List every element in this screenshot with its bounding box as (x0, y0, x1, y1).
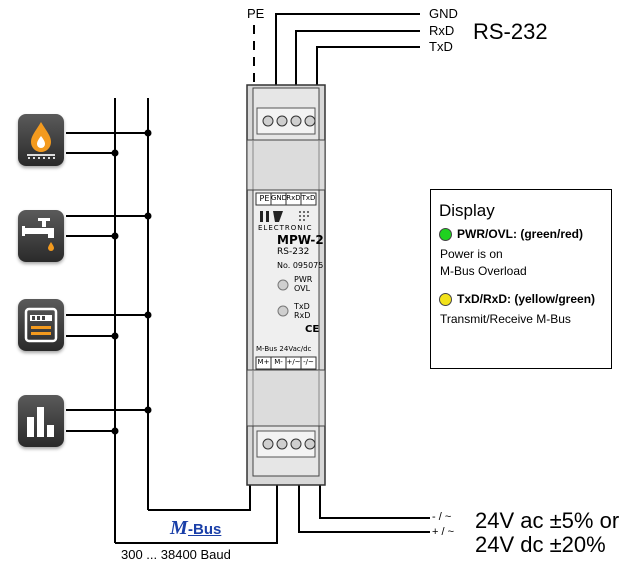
txrx-line1: Transmit/Receive M-Bus (440, 312, 571, 326)
device-term-pplus: +/~ (286, 358, 301, 366)
mbus-minus-wire (115, 477, 278, 544)
device-interface: RS-232 (277, 247, 310, 257)
water-meter-icon (18, 210, 64, 262)
yellow-led-icon (439, 293, 452, 307)
pwr-legend-row: PWR/OVL: (green/red) (439, 227, 584, 242)
device-led1-line2: OVL (294, 284, 311, 293)
device-bottom-header: M-Bus 24Vac/dc (256, 345, 312, 353)
display-title: Display (439, 201, 495, 220)
pe-label: PE (247, 6, 265, 21)
device-led2-line2: RxD (294, 311, 311, 320)
device-led2-line1: TxD (294, 302, 310, 311)
rxd-wire (295, 30, 420, 88)
green-led-icon (439, 228, 452, 242)
gnd-wire (275, 13, 420, 88)
mbus-plus-wire (148, 477, 251, 511)
pwr-line2: M-Bus Overload (440, 264, 527, 278)
device-term-mminus: M- (274, 358, 283, 366)
rs232-label: RS-232 (473, 19, 548, 44)
device-term-gnd: GND (271, 194, 288, 202)
txd-wire (316, 46, 420, 88)
mbus-logo-text: -Bus (188, 521, 222, 538)
power-minus-wire (319, 477, 430, 519)
statistics-icon (18, 395, 64, 447)
meter-connections (66, 132, 148, 432)
device-term-mplus: M+ (257, 358, 270, 366)
baud-rate-label: 300 ... 38400 Baud (121, 547, 231, 562)
power-plus-wire (298, 477, 430, 533)
txrx-legend-label: TxD/RxD: (yellow/green) (457, 292, 596, 306)
device-led1-line1: PWR (294, 275, 313, 284)
junction-dots (111, 129, 152, 435)
ce-mark: CE (305, 324, 320, 335)
power-plus-label: + / ~ (432, 526, 455, 538)
pwr-line1: Power is on (440, 247, 503, 261)
device-term-pe: PE (259, 194, 270, 203)
power-spec-line1: 24V ac ±5% or (475, 508, 620, 533)
device-brand: ELECTRONIC (258, 224, 313, 232)
txrx-legend-row: TxD/RxD: (yellow/green) (439, 292, 596, 307)
device-model: MPW-2 (277, 233, 324, 247)
mpw2-device (246, 84, 326, 486)
power-minus-label: - / ~ (432, 511, 452, 523)
device-term-pminus: -/~ (303, 358, 314, 366)
device-term-txd: TxD (301, 194, 316, 202)
pwr-legend-label: PWR/OVL: (green/red) (457, 227, 584, 241)
power-spec-line2: 24V dc ±20% (475, 532, 606, 557)
heat-meter-icon (18, 114, 64, 166)
device-term-rxd: RxD (286, 194, 301, 202)
gnd-label: GND (429, 6, 458, 21)
device-serial: No. 095075 (277, 261, 324, 270)
rxd-label: RxD (429, 23, 455, 38)
electricity-meter-icon (18, 299, 64, 351)
display-legend-box: Display PWR/OVL: (green/red) Power is on… (430, 189, 612, 369)
txd-label: TxD (429, 39, 453, 54)
mbus-logo-m: M (170, 517, 188, 539)
